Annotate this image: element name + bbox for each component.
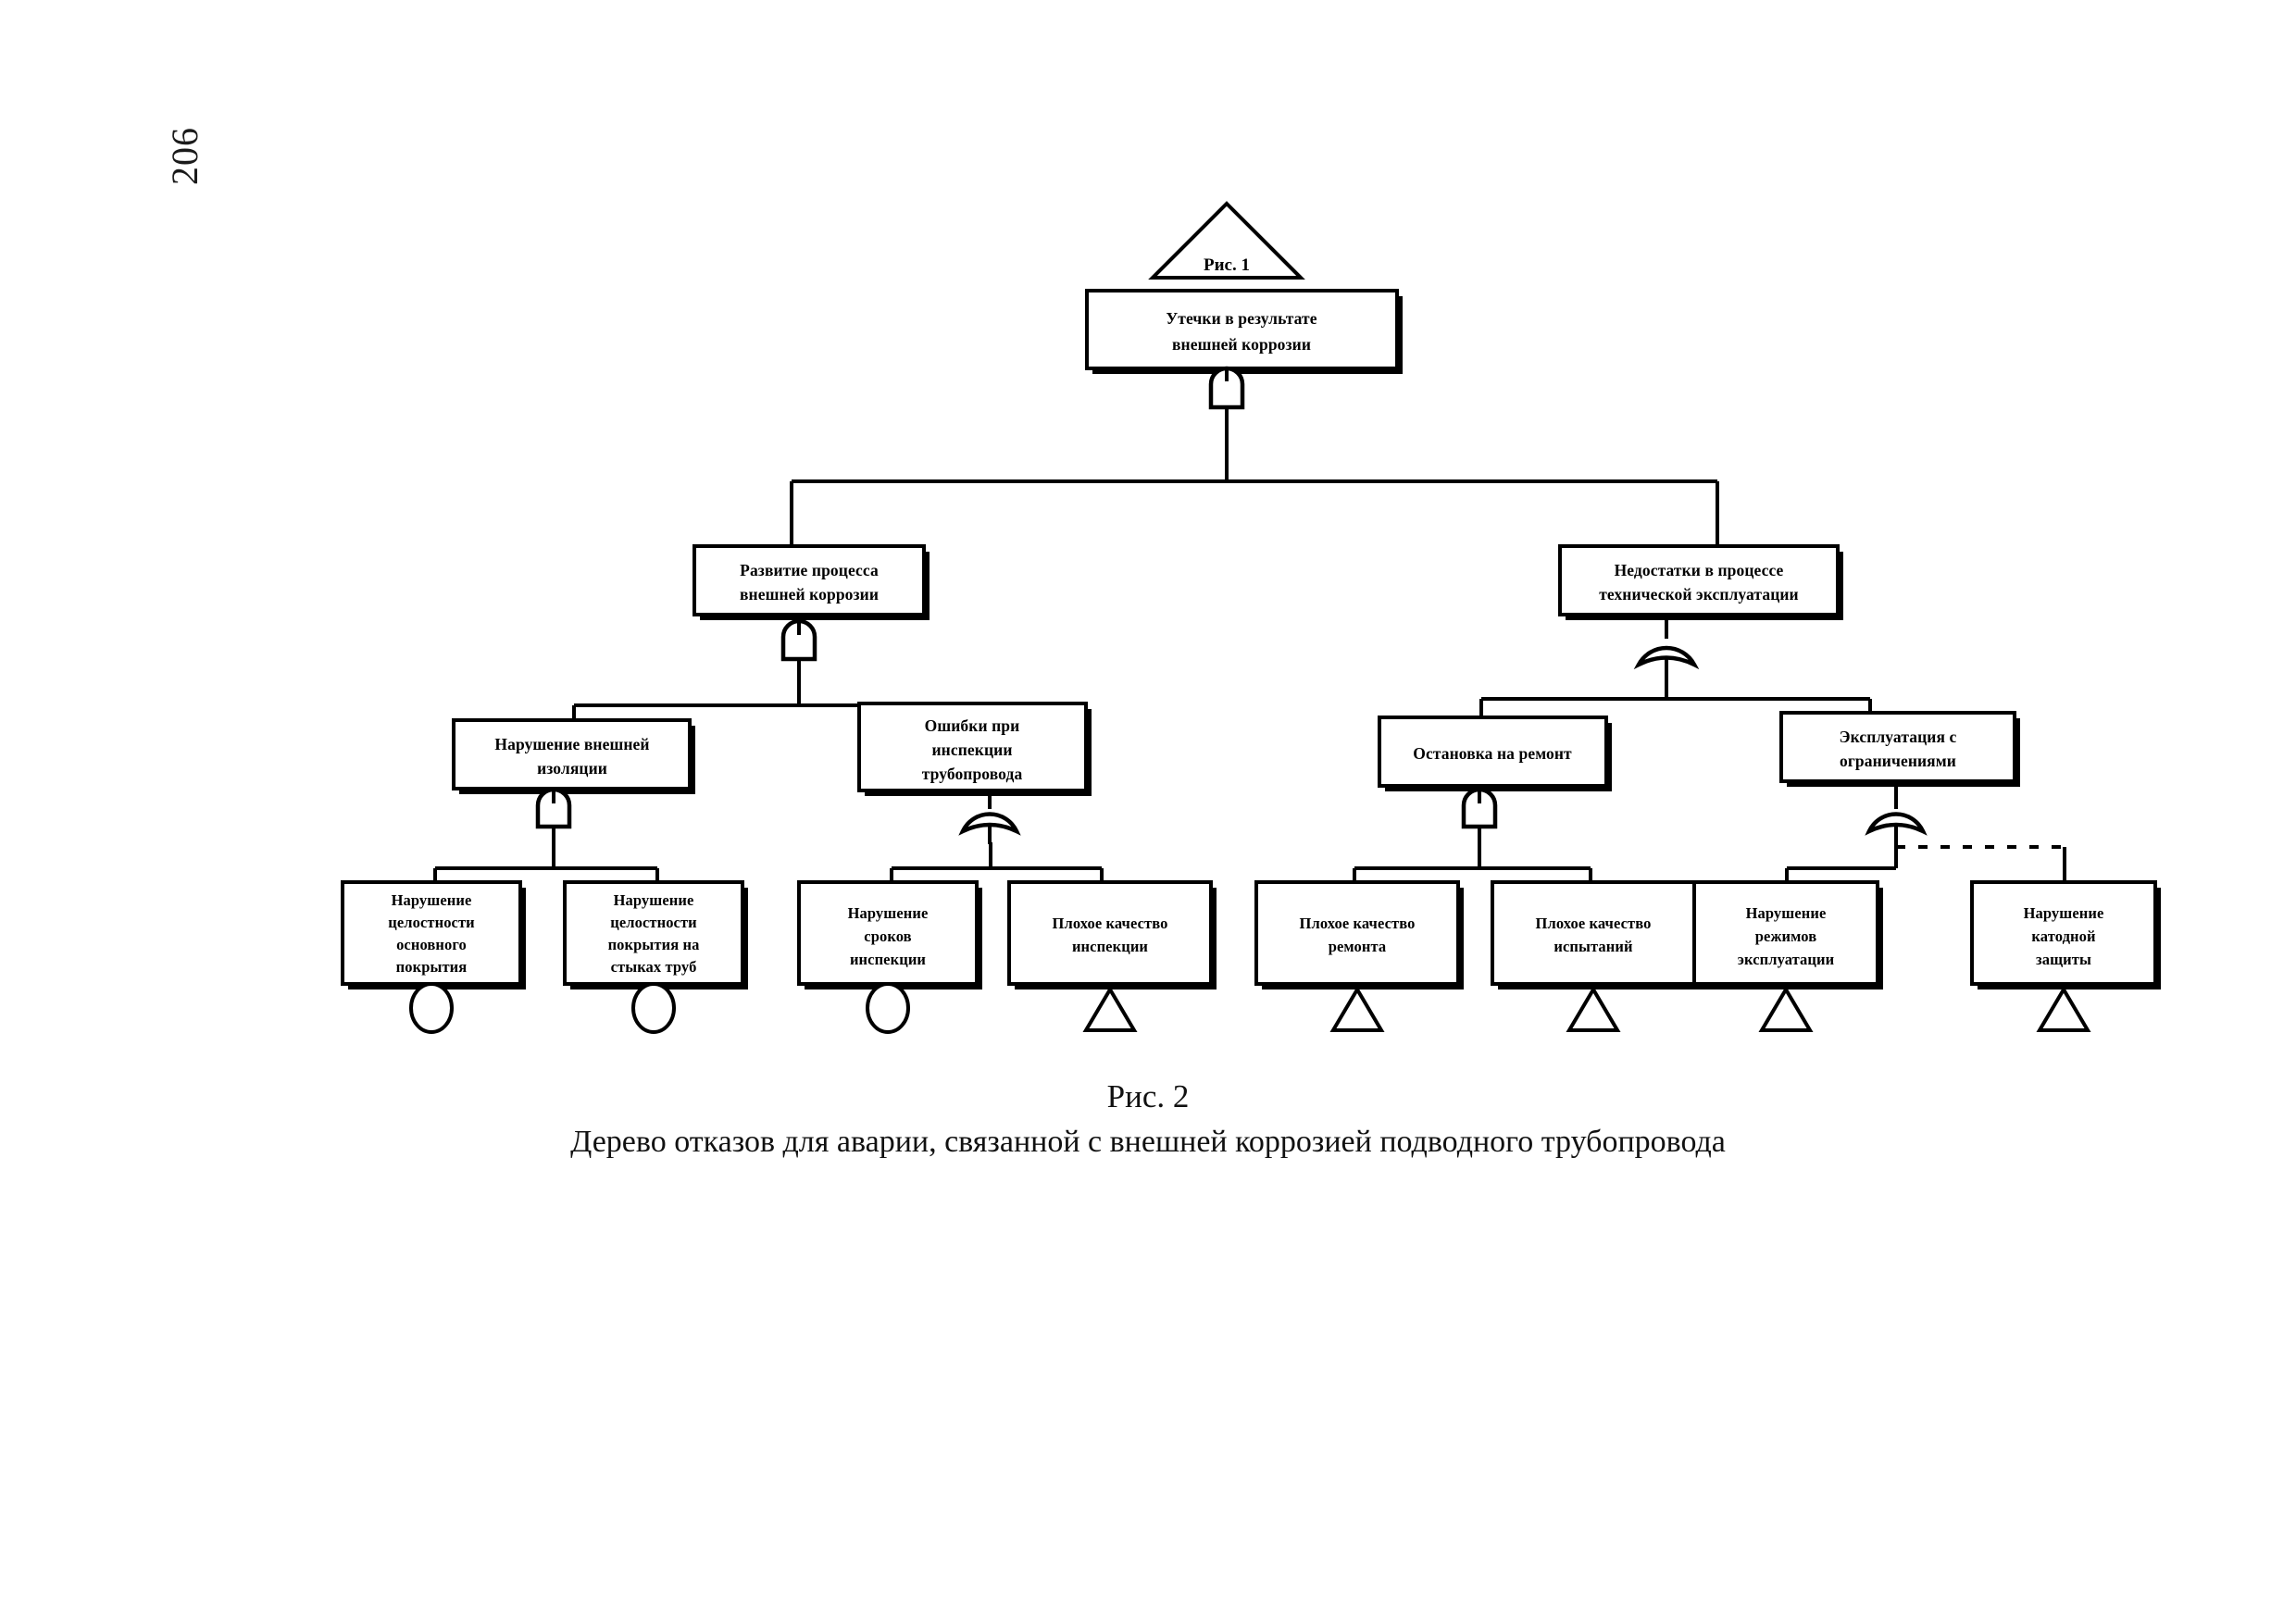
node-repair-shutdown[interactable]: Остановка на ремонт [1378, 716, 1612, 791]
gate-or-oper-deficiencies [1633, 615, 1700, 678]
node-oper-deficiencies-line1: Недостатки в процессе [1615, 561, 1784, 579]
node-inspection-errors-line3: трубопровода [922, 765, 1023, 783]
gate-and-dev-corrosion [780, 615, 817, 678]
node-poor-test-quality[interactable]: Плохое качество испытаний [1491, 880, 1700, 989]
node-inspection-schedule-breach-line1: Нарушение [848, 904, 929, 922]
gate-and-top [1208, 366, 1245, 410]
transfer-triangle-label: Рис. 1 [1204, 255, 1250, 275]
terminal-circle-joint-coating [631, 982, 676, 1034]
node-poor-repair-quality-line2: ремонта [1329, 938, 1387, 955]
node-joint-coating-breach-line1: Нарушение [614, 891, 694, 909]
connector-oper-deficiencies-children [1479, 676, 1872, 717]
node-top-event-line2: внешней коррозии [1172, 335, 1311, 354]
node-limited-operation-line1: Эксплуатация с [1840, 728, 1957, 746]
terminal-triangle-poor-repair-quality [1329, 986, 1385, 1032]
node-poor-inspection-quality-line1: Плохое качество [1053, 915, 1168, 932]
node-dev-corrosion[interactable]: Развитие процесса внешней коррозии [693, 544, 930, 620]
fault-tree-diagram: Рис. 1 Утечки в результате внешней корро… [341, 201, 2161, 1034]
node-poor-repair-quality[interactable]: Плохое качество ремонта [1254, 880, 1464, 989]
terminal-triangle-poor-test-quality [1566, 986, 1621, 1032]
node-joint-coating-breach-line3: покрытия на [608, 936, 700, 953]
node-operating-regime-breach-line2: режимов [1755, 927, 1816, 945]
node-insulation-breach-line2: изоляции [537, 759, 607, 778]
node-inspection-errors-line1: Ошибки при [925, 716, 1020, 735]
connector-limited-operation-children [1785, 842, 2066, 882]
node-poor-repair-quality-line1: Плохое качество [1300, 915, 1416, 932]
figure-caption: Рис. 2 Дерево отказов для аварии, связан… [0, 1078, 2296, 1160]
node-oper-deficiencies-line2: технической эксплуатации [1599, 585, 1799, 604]
connector-inspection-children [890, 842, 1104, 882]
node-inspection-schedule-breach[interactable]: Нарушение сроков инспекции [797, 880, 982, 989]
node-poor-test-quality-line1: Плохое качество [1536, 915, 1652, 932]
node-poor-inspection-quality-line2: инспекции [1072, 938, 1148, 955]
node-inspection-schedule-breach-line2: сроков [864, 927, 911, 945]
node-cathodic-protection-breach-line3: защиты [2036, 951, 2091, 968]
node-repair-shutdown-line1: Остановка на ремонт [1413, 744, 1572, 763]
terminal-triangle-cathodic-protection [2036, 986, 2091, 1032]
figure-caption-label: Рис. 2 [1106, 1078, 1190, 1114]
node-poor-inspection-quality[interactable]: Плохое качество инспекции [1007, 880, 1217, 989]
node-dev-corrosion-line1: Развитие процесса [740, 561, 879, 579]
node-main-coating-breach[interactable]: Нарушение целостности основного покрытия [341, 880, 526, 989]
node-insulation-breach-line1: Нарушение внешней [494, 735, 649, 753]
node-insulation-breach[interactable]: Нарушение внешней изоляции [452, 718, 695, 794]
node-inspection-errors-line2: инспекции [931, 741, 1012, 759]
node-top-event[interactable]: Рис. 1 Утечки в результате внешней корро… [1085, 201, 1403, 374]
node-limited-operation[interactable]: Эксплуатация с ограничениями [1779, 711, 2020, 787]
terminal-circle-inspection-schedule [866, 982, 910, 1034]
node-inspection-errors[interactable]: Ошибки при инспекции трубопровода [857, 702, 1092, 796]
node-dev-corrosion-line2: внешней коррозии [740, 585, 879, 604]
connector-insulation-children [433, 842, 659, 882]
node-main-coating-breach-line2: целостности [388, 914, 475, 931]
connector-repair-children [1353, 842, 1592, 882]
node-operating-regime-breach[interactable]: Нарушение режимов эксплуатации [1692, 880, 1883, 989]
node-poor-test-quality-line2: испытаний [1554, 938, 1633, 955]
node-limited-operation-line2: ограничениями [1840, 752, 1956, 770]
terminal-triangle-poor-inspection-quality [1082, 986, 1138, 1032]
node-operating-regime-breach-line3: эксплуатации [1738, 951, 1835, 968]
node-main-coating-breach-line3: основного [396, 936, 467, 953]
node-joint-coating-breach-line4: стыках труб [611, 958, 697, 976]
node-main-coating-breach-line4: покрытия [396, 958, 468, 976]
terminal-triangle-operating-regime [1758, 986, 1814, 1032]
node-cathodic-protection-breach-line2: катодной [2031, 927, 2096, 945]
terminal-circle-main-coating [409, 982, 454, 1034]
node-cathodic-protection-breach-line1: Нарушение [2024, 904, 2104, 922]
node-inspection-schedule-breach-line3: инспекции [850, 951, 926, 968]
gate-and-repair-shutdown [1461, 786, 1498, 844]
gate-or-limited-operation [1865, 781, 1928, 844]
gate-or-inspection-errors [958, 796, 1021, 844]
node-top-event-line1: Утечки в результате [1166, 309, 1316, 328]
node-main-coating-breach-line1: Нарушение [392, 891, 472, 909]
connector-top-to-level1 [790, 407, 1719, 546]
node-oper-deficiencies[interactable]: Недостатки в процессе технической эксплу… [1558, 544, 1843, 620]
gate-and-insulation-breach [535, 787, 572, 844]
node-joint-coating-breach[interactable]: Нарушение целостности покрытия на стыках… [563, 880, 748, 989]
transfer-triangle-icon [1148, 201, 1305, 280]
node-operating-regime-breach-line1: Нарушение [1746, 904, 1827, 922]
figure-caption-title: Дерево отказов для аварии, связанной с в… [570, 1125, 1726, 1159]
node-cathodic-protection-breach[interactable]: Нарушение катодной защиты [1970, 880, 2161, 989]
node-joint-coating-breach-line2: целостности [610, 914, 697, 931]
